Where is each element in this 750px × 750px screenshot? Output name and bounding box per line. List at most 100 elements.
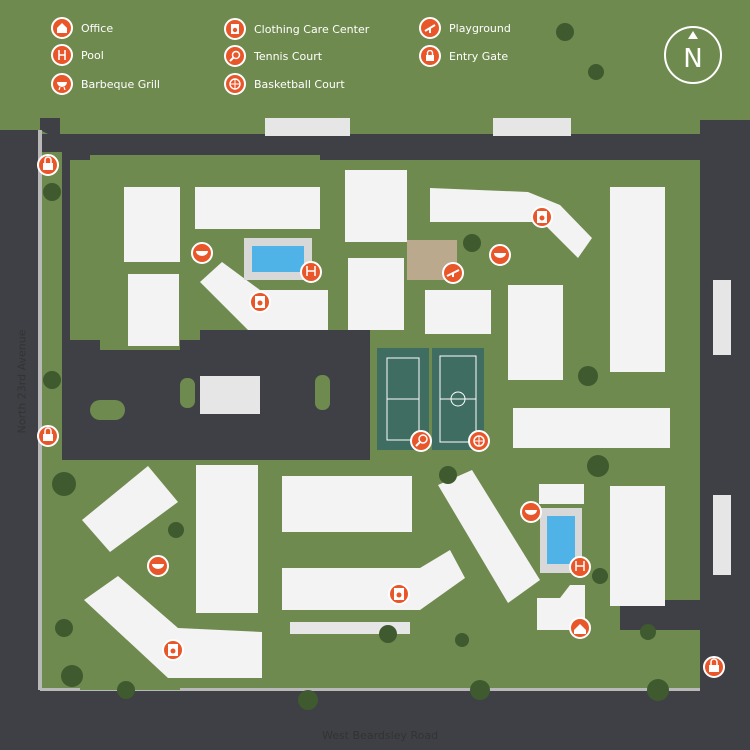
bbq-icon xyxy=(51,73,73,95)
legend-gate: Entry Gate xyxy=(419,44,508,68)
legend-office: Office xyxy=(51,16,113,40)
building xyxy=(128,274,179,346)
north-arrow-icon xyxy=(688,31,698,39)
legend-label: Playground xyxy=(449,21,511,35)
building xyxy=(425,290,491,334)
road-west xyxy=(0,130,40,750)
bbq-icon[interactable] xyxy=(489,244,511,266)
building xyxy=(345,170,407,242)
trees xyxy=(43,23,669,710)
building xyxy=(539,484,584,504)
building xyxy=(195,187,320,229)
tennis-icon xyxy=(224,45,246,67)
building xyxy=(610,187,665,372)
pool-water xyxy=(252,246,304,272)
tree xyxy=(588,64,604,80)
gate-icon[interactable] xyxy=(703,656,725,678)
clothing-icon[interactable] xyxy=(249,291,271,313)
pool-water xyxy=(547,516,575,564)
compass-letter: N xyxy=(683,44,703,74)
carport xyxy=(265,118,350,136)
street-label-west: North 23rd Avenue xyxy=(15,329,29,434)
basketball-icon xyxy=(224,73,246,95)
legend-pool: Pool xyxy=(51,43,104,67)
building xyxy=(537,585,585,630)
bbq-icon[interactable] xyxy=(191,242,213,264)
gate-icon xyxy=(419,45,441,67)
pool-icon xyxy=(51,44,73,66)
building xyxy=(82,466,178,552)
tree xyxy=(455,633,469,647)
carport xyxy=(713,495,731,575)
road-north-band xyxy=(40,134,720,152)
basketball-icon[interactable] xyxy=(468,430,490,452)
building xyxy=(196,465,258,613)
legend-tennis: Tennis Court xyxy=(224,44,322,68)
building xyxy=(438,470,540,603)
building xyxy=(282,476,412,532)
tree xyxy=(587,455,609,477)
tree xyxy=(61,665,83,687)
tree xyxy=(640,624,656,640)
playground-icon[interactable] xyxy=(442,262,464,284)
pool-icon[interactable] xyxy=(569,556,591,578)
tree xyxy=(117,681,135,699)
tree xyxy=(379,625,397,643)
building xyxy=(124,187,180,262)
north-compass: N xyxy=(664,26,722,84)
basketball-center xyxy=(450,391,466,407)
tree xyxy=(168,522,184,538)
tree xyxy=(43,183,61,201)
tree xyxy=(55,619,73,637)
tree xyxy=(43,371,61,389)
parking-island xyxy=(90,400,125,420)
office-icon[interactable] xyxy=(569,617,591,639)
gate-icon[interactable] xyxy=(37,425,59,447)
clothing-icon xyxy=(224,18,246,40)
legend-label: Entry Gate xyxy=(449,49,509,63)
legend-playground: Playground xyxy=(419,16,511,40)
bbq-icon[interactable] xyxy=(147,555,169,577)
carport xyxy=(713,280,731,355)
legend-label: Basketball Court xyxy=(254,77,345,91)
pool-icon[interactable] xyxy=(300,261,322,283)
building xyxy=(513,408,670,448)
legend-clothing: Clothing Care Center xyxy=(224,17,369,41)
tree xyxy=(298,690,318,710)
legend-bbq: Barbeque Grill xyxy=(51,72,160,96)
tree xyxy=(439,466,457,484)
gate-icon[interactable] xyxy=(37,154,59,176)
clothing-icon[interactable] xyxy=(531,206,553,228)
tree xyxy=(463,234,481,252)
markers xyxy=(37,154,725,678)
building xyxy=(84,576,262,678)
street-label-south: West Beardsley Road xyxy=(322,729,439,742)
office-icon xyxy=(51,17,73,39)
tree xyxy=(578,366,598,386)
building xyxy=(430,188,592,258)
clothing-icon[interactable] xyxy=(162,639,184,661)
tree xyxy=(647,679,669,701)
tennis-icon[interactable] xyxy=(410,430,432,452)
building xyxy=(610,486,665,606)
building xyxy=(282,550,465,610)
carport xyxy=(200,376,260,414)
legend-label: Office xyxy=(81,21,114,35)
legend-label: Pool xyxy=(81,48,104,62)
legend-basketball: Basketball Court xyxy=(224,72,345,96)
legend-label: Tennis Court xyxy=(254,49,323,63)
bbq-icon[interactable] xyxy=(520,501,542,523)
building xyxy=(508,285,563,380)
tree xyxy=(592,568,608,584)
sidewalk-west xyxy=(38,130,42,690)
buildings xyxy=(82,170,670,678)
clothing-icon[interactable] xyxy=(388,583,410,605)
tree xyxy=(52,472,76,496)
legend-label: Clothing Care Center xyxy=(254,22,370,36)
carport xyxy=(493,118,571,136)
legend-label: Barbeque Grill xyxy=(81,77,160,91)
parking-island-3 xyxy=(180,378,195,408)
playground-icon xyxy=(419,17,441,39)
building xyxy=(348,258,404,330)
tree xyxy=(470,680,490,700)
